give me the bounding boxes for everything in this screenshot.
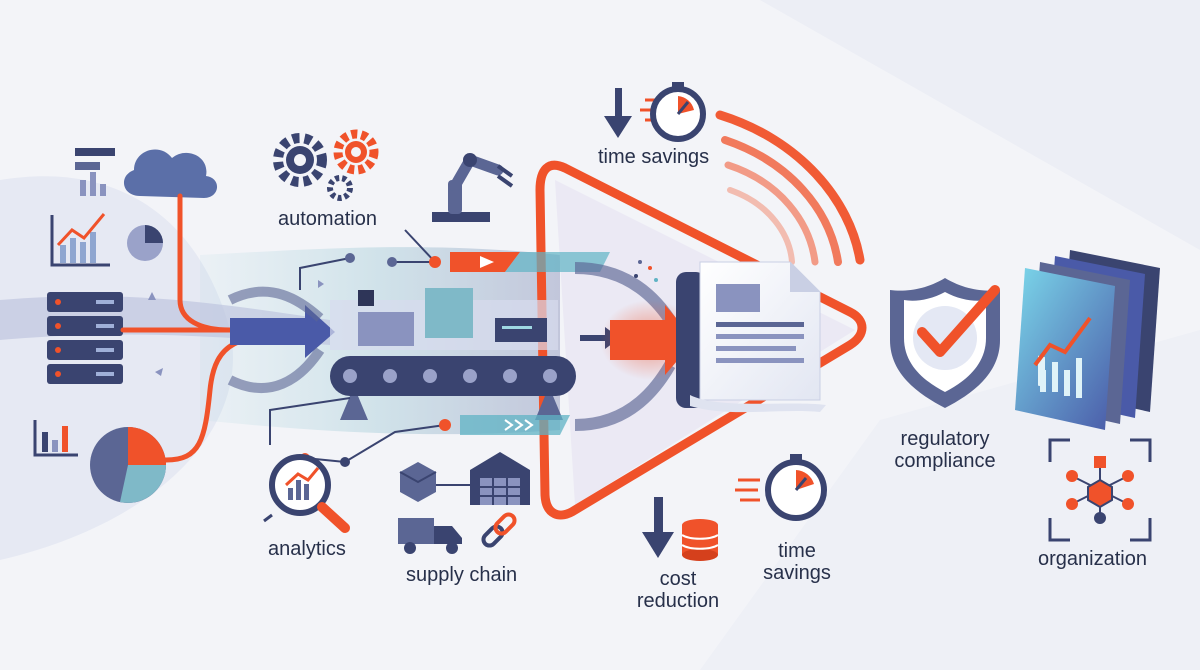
organization-network-icon <box>1048 438 1152 542</box>
bar-chart-icon-top <box>75 148 115 196</box>
decorative-triangles <box>148 280 324 376</box>
organization-label: organization <box>1038 548 1147 570</box>
truck-icon <box>398 518 462 554</box>
time-savings-top-label: time savings <box>598 146 710 168</box>
line-chart-icon <box>50 213 110 267</box>
automation-label: automation <box>278 208 377 230</box>
process-bar-bottom <box>460 415 570 435</box>
cloud-icon <box>123 149 218 198</box>
package-box-icon <box>399 462 437 502</box>
flow-arrow-main <box>227 286 335 394</box>
conveyor-machine <box>330 288 576 420</box>
flow-connectors-bottom <box>269 397 446 464</box>
bar-chart-icon-bottom <box>33 420 78 457</box>
stopwatch-icon-bottom <box>735 454 827 521</box>
cost-reduction-label: cost reduction <box>628 568 728 612</box>
robot-arm-icon <box>432 153 514 222</box>
time-savings-bottom-line-1: time <box>778 540 816 562</box>
signal-waves <box>715 110 865 266</box>
flow-arrows-to-document <box>574 262 700 431</box>
shield-check-icon <box>890 278 1000 408</box>
time-savings-bottom-line-2: savings <box>763 562 831 584</box>
warehouse-icon <box>470 452 530 505</box>
cost-reduction-line-1: cost <box>659 568 697 590</box>
analytics-magnifier-icon <box>263 454 350 533</box>
reports-stack-icon <box>1015 250 1160 430</box>
time-savings-bottom-label: time savings <box>752 540 842 584</box>
server-icon <box>47 292 123 384</box>
regulatory-compliance-line-1: regulatory <box>900 428 990 450</box>
stopwatch-icon-top <box>604 82 706 142</box>
analytics-label: analytics <box>268 538 346 560</box>
regulatory-compliance-label: regulatory compliance <box>870 428 1020 472</box>
cost-reduction-line-2: reduction <box>636 590 720 612</box>
cost-reduction-icon <box>642 497 719 561</box>
flow-connectors-top <box>299 229 436 290</box>
supply-chain-label: supply chain <box>406 564 518 586</box>
link-chain-icon <box>481 512 517 548</box>
pie-chart-icon-large <box>90 427 166 503</box>
gears-icon <box>273 129 379 201</box>
report-document <box>634 260 826 413</box>
regulatory-compliance-line-2: compliance <box>894 450 996 472</box>
pie-chart-icon-small <box>127 225 163 261</box>
